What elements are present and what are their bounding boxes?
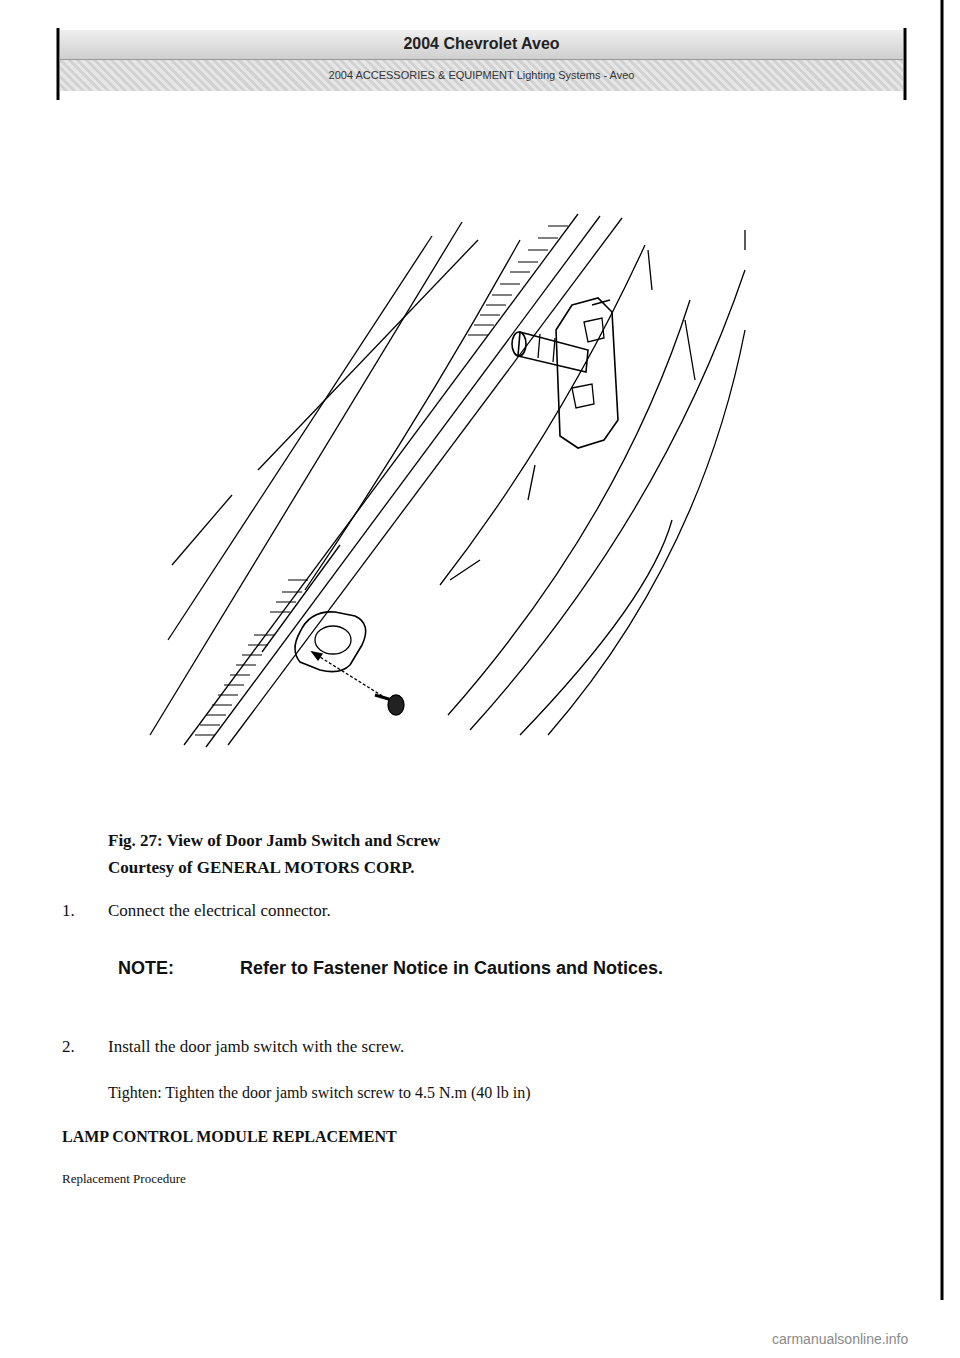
step-number: 1. [62, 900, 75, 922]
step-text: Connect the electrical connector. [108, 900, 331, 922]
note-text: Refer to Fastener Notice in Cautions and… [240, 957, 700, 980]
header-title: 2004 Chevrolet Aveo [60, 30, 903, 60]
figure-caption: Fig. 27: View of Door Jamb Switch and Sc… [108, 830, 440, 852]
step-text: Install the door jamb switch with the sc… [108, 1036, 404, 1058]
section-heading: LAMP CONTROL MODULE REPLACEMENT [62, 1127, 397, 1148]
torque-spec: Tighten: Tighten the door jamb switch sc… [108, 1083, 531, 1104]
credit-line: Courtesy of GENERAL MOTORS CORP. [108, 857, 415, 879]
header-subtitle: 2004 ACCESSORIES & EQUIPMENT Lighting Sy… [60, 60, 903, 91]
step-number: 2. [62, 1036, 75, 1058]
note-label: NOTE: [118, 957, 174, 980]
watermark: carmanualsonline.info [772, 1330, 908, 1348]
subheading: Replacement Procedure [62, 1171, 186, 1188]
header-band: 2004 Chevrolet Aveo2004 ACCESSORIES & EQ… [60, 30, 903, 91]
